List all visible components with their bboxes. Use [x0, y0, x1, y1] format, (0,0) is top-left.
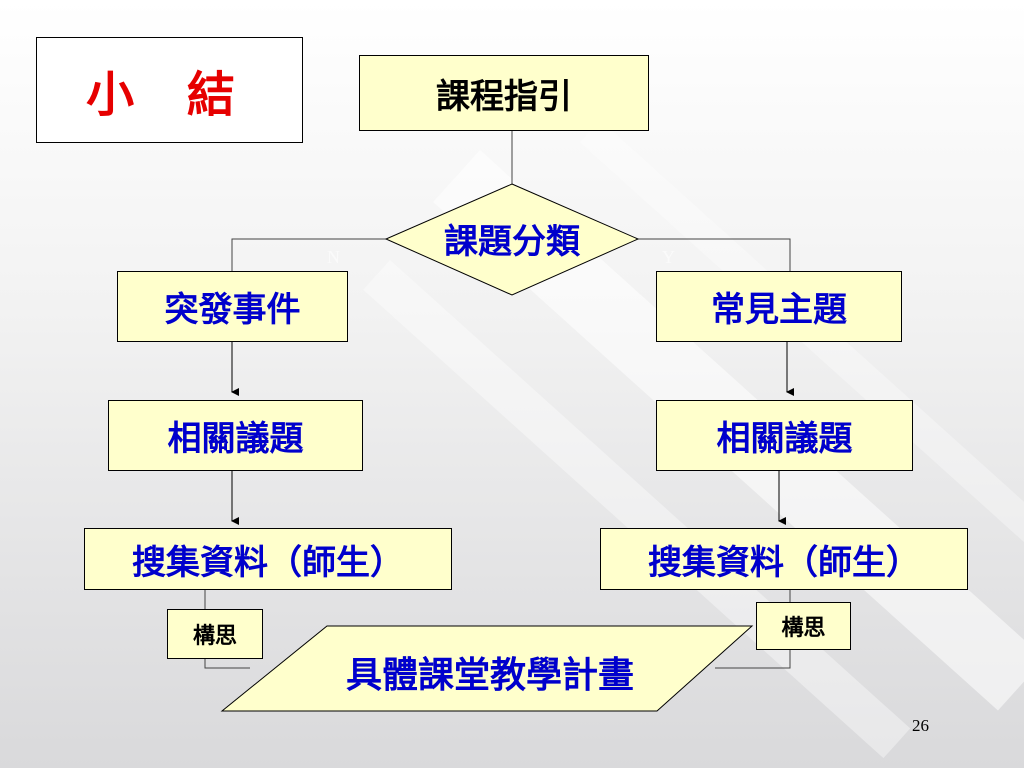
- decorative-mark: N: [327, 247, 340, 267]
- connector-right-plan-to-result: [715, 650, 791, 669]
- result-label: 具體課堂教學計畫: [345, 654, 634, 696]
- right-plan-box: 構思: [756, 602, 851, 650]
- left-plan-box: 構思: [167, 609, 263, 659]
- page-number: 26: [912, 716, 929, 735]
- result-parallelogram-shape: [220, 625, 754, 712]
- course-guide-box: 課程指引: [359, 55, 649, 131]
- decorative-mark: Y: [662, 247, 675, 267]
- right-category-box: 常見主題: [656, 271, 902, 342]
- left-category-box: 突發事件: [117, 271, 348, 342]
- classification-diamond-shape: [384, 183, 640, 296]
- page-title: 小 結: [36, 37, 303, 143]
- left-issues-box: 相關議題: [108, 400, 363, 471]
- connector-classification-to-left: [231, 238, 386, 271]
- right-issues-box: 相關議題: [656, 400, 913, 471]
- left-collect-box: 搜集資料（師生）: [84, 528, 452, 590]
- classification-label: 課題分類: [444, 222, 580, 262]
- right-collect-box: 搜集資料（師生）: [600, 528, 968, 590]
- connector-classification-to-right: [638, 238, 791, 271]
